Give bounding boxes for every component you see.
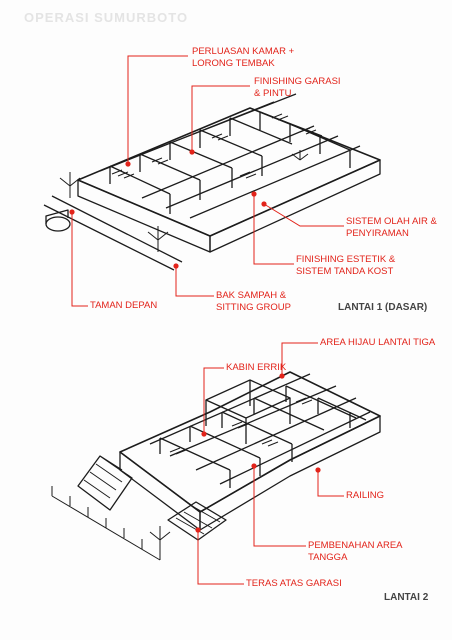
page-title: OPERASI SUMURBOTO	[24, 10, 189, 25]
floor2-building-sketch	[51, 371, 381, 561]
label-taman-depan: TAMAN DEPAN	[90, 300, 158, 311]
annotation-leaders	[71, 55, 344, 585]
label-finishing-estetik: FINISHING ESTETIK & SISTEM TANDA KOST	[296, 254, 396, 277]
annotation-dots	[69, 149, 321, 533]
label-area-hijau: AREA HIJAU LANTAI TIGA	[320, 337, 436, 348]
floor-label-lantai-2: LANTAI 2	[384, 592, 429, 603]
label-teras-atas: TERAS ATAS GARASI	[246, 578, 342, 589]
label-bak-sampah: BAK SAMPAH & SITTING GROUP	[216, 290, 291, 313]
label-perluasan-kamar: PERLUASAN KAMAR + LORONG TEMBAK	[192, 46, 295, 69]
floor-label-lantai-1: LANTAI 1 (DASAR)	[338, 302, 428, 313]
label-finishing-garasi: FINISHING GARASI & PINTU	[254, 76, 341, 99]
label-pembenahan-area: PEMBENAHAN AREA TANGGA	[308, 540, 403, 563]
label-sistem-olah-air: SISTEM OLAH AIR & PENYIRAMAN	[346, 216, 437, 239]
floor1-building-sketch	[43, 93, 381, 271]
label-railing: RAILING	[346, 490, 385, 501]
label-kabin-errik: KABIN ERRIK	[226, 362, 287, 373]
